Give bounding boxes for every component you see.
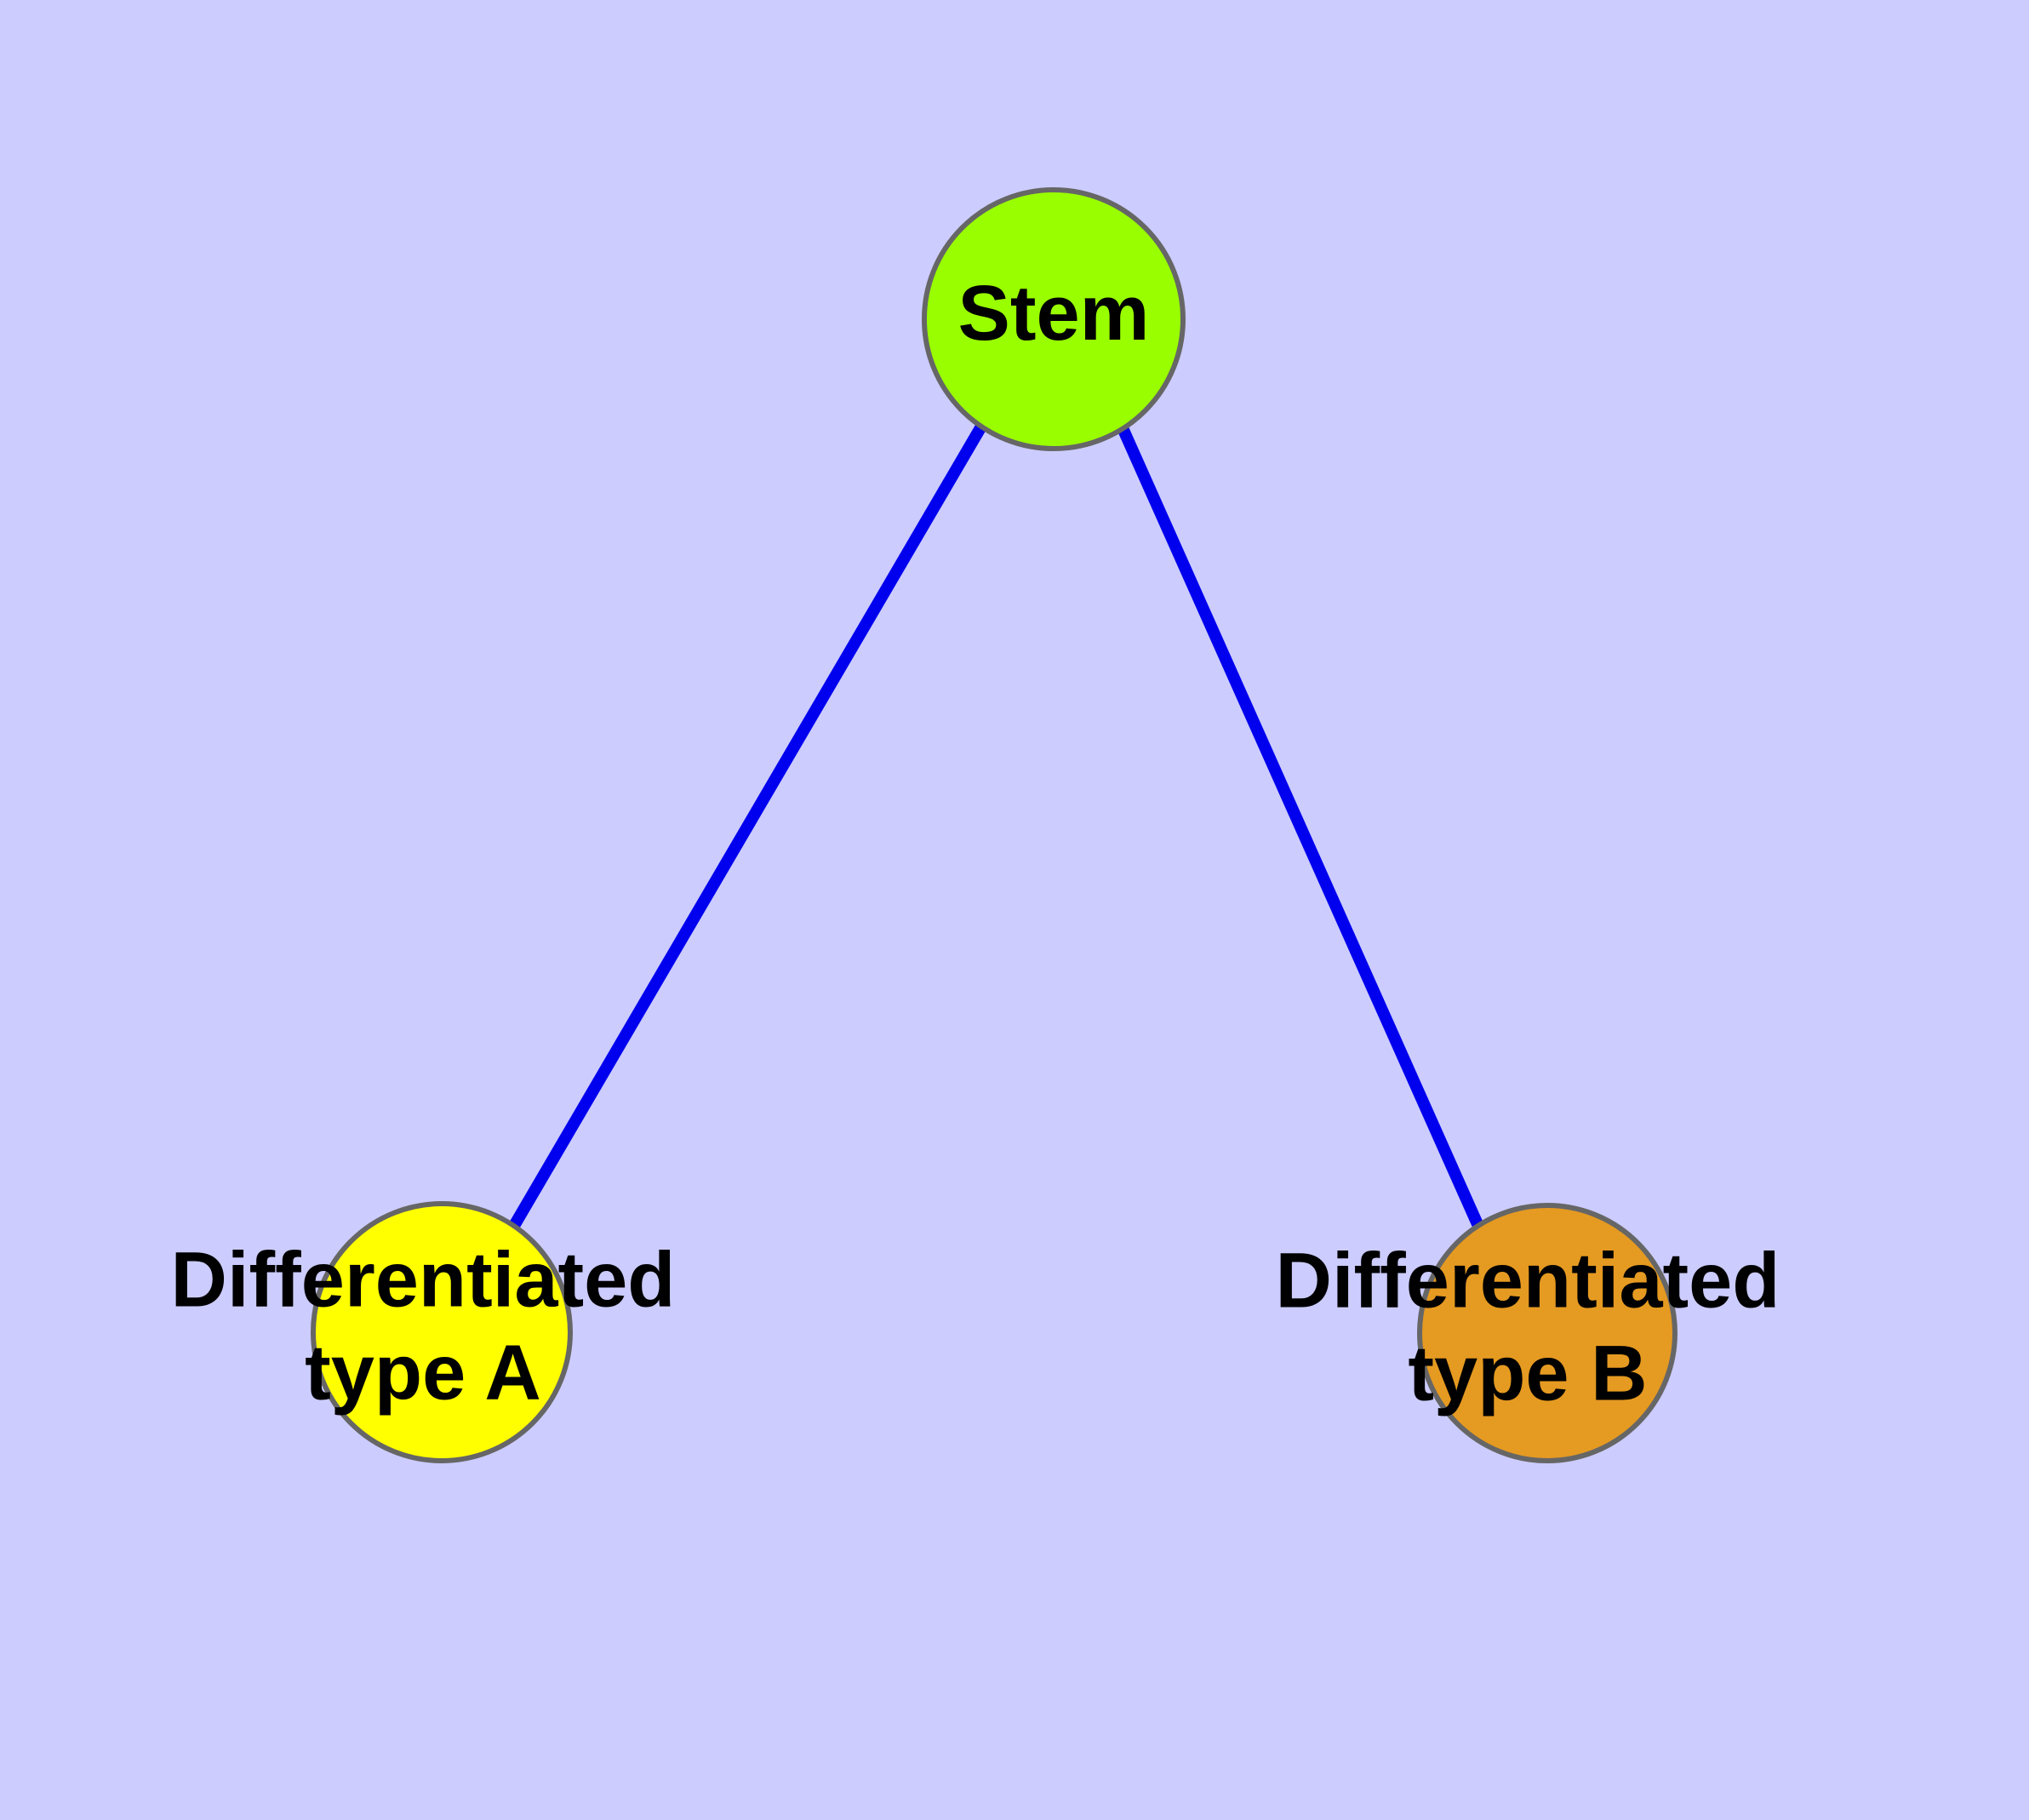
node-circle-stem[interactable] (922, 187, 1186, 451)
node-circle-diff_a[interactable] (311, 1201, 573, 1463)
node-label-line: type A (305, 1330, 541, 1417)
node-circle-diff_b[interactable] (1417, 1203, 1677, 1463)
node-label-line: Differentiated (171, 1237, 676, 1324)
edge-stem-to-diff_a (508, 423, 987, 1229)
node-label-line: Differentiated (1276, 1238, 1780, 1325)
node-stem[interactable]: Stem (922, 187, 1186, 451)
node-label-stem: Stem (958, 270, 1150, 357)
node-label-line: Stem (958, 270, 1150, 357)
node-label-line: type B (1408, 1331, 1647, 1417)
edge-stem-to-diff_b (1117, 427, 1483, 1227)
edges-group (508, 423, 1483, 1229)
